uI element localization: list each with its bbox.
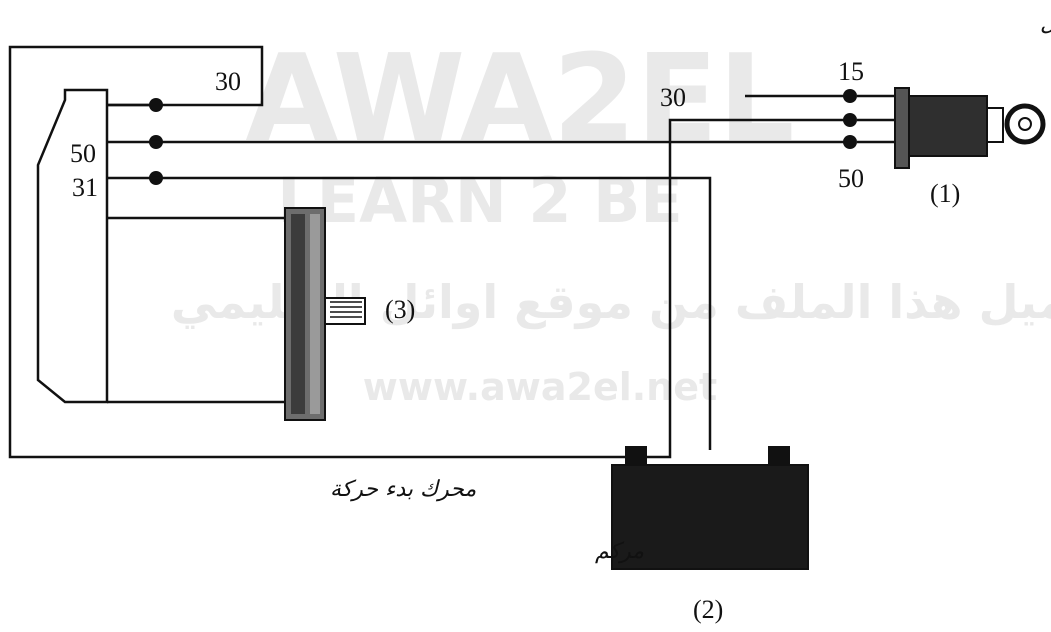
label-battery: مركم (595, 539, 644, 564)
wire-30 (668, 118, 850, 450)
switch-leads (857, 94, 895, 144)
terminal-30-dot (149, 98, 163, 112)
battery (611, 446, 809, 570)
switch-terminal-15-dot (843, 89, 857, 103)
label-starter-motor: محرك بدء حركة (330, 477, 476, 502)
key-icon (1004, 103, 1046, 145)
watermark-url: www.awa2el.net (363, 365, 717, 409)
label-battery-number: (2) (693, 595, 723, 624)
wire-outer-loop (8, 45, 672, 459)
label-terminal-31: 31 (72, 173, 98, 202)
motor-housing (36, 88, 109, 404)
label-terminal-30-wire: 30 (660, 83, 686, 112)
pinion-shaft (324, 297, 366, 325)
terminal-30-box (107, 45, 264, 107)
ignition-switch (894, 87, 1004, 169)
wire-31 (107, 176, 712, 450)
label-terminal-50: 50 (70, 139, 96, 168)
watermark-brand: AWA2EL (245, 30, 794, 169)
label-switch-number: (1) (930, 179, 960, 208)
switch-terminal-30-dot (843, 113, 857, 127)
motor-flange (284, 207, 326, 421)
label-switch-50: 50 (838, 164, 864, 193)
label-ignition-switch: مفتاح تشغيل (1040, 11, 1051, 36)
watermark: AWA2EL LEARN 2 BE تم تحميل هذا الملف من … (171, 30, 1051, 409)
label-terminal-30-box: 30 (215, 67, 241, 96)
watermark-slogan: LEARN 2 BE (277, 164, 682, 237)
motor-body (107, 216, 285, 404)
label-motor-number: (3) (385, 295, 415, 324)
label-switch-15: 15 (838, 57, 864, 86)
switch-terminal-50-dot (843, 135, 857, 149)
